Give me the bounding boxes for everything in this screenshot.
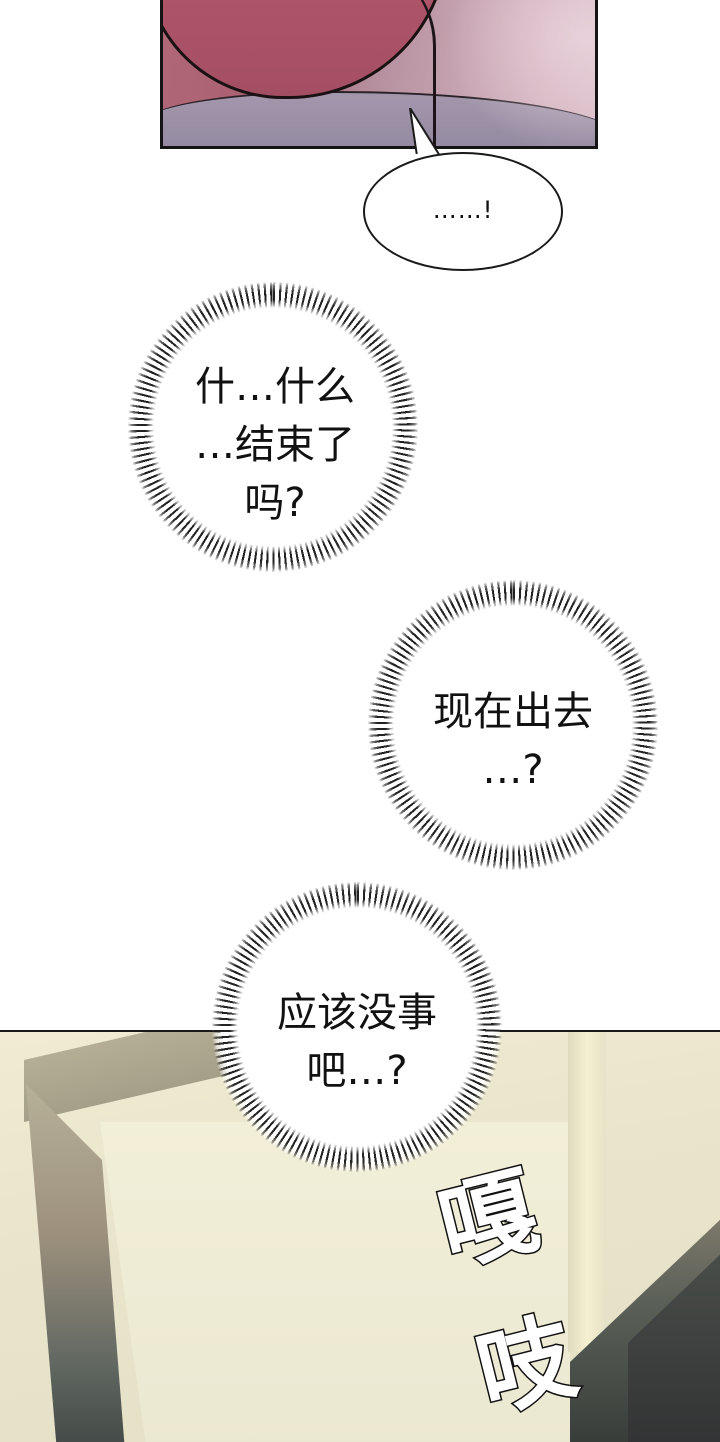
thought-line: 吗? [244,480,306,526]
thought-line: 吧…? [306,1048,408,1094]
neckline-art [313,0,436,146]
thought-burst-3-text: 应该没事 吧…? [212,984,502,1100]
wall-pillar-art [568,1032,606,1352]
bottom-comic-panel [0,1030,720,1442]
thought-line: 现在出去 [433,689,593,735]
marble-wall-art [100,1122,570,1442]
thought-line: 什…什么 [195,364,355,410]
thought-line: 应该没事 [277,990,437,1036]
thought-line: …? [482,747,544,793]
speech-bubble-text: ……! [432,196,494,224]
thought-burst-1-text: 什…什么 …结束了 吗? [130,358,420,532]
thought-burst-1 [128,282,418,572]
thought-burst-2-text: 现在出去 …? [368,683,658,799]
thought-line: …结束了 [195,422,355,468]
speech-bubble: ……! [363,152,563,271]
top-comic-panel [160,0,598,149]
thought-burst-2 [368,580,658,870]
thought-burst-3 [212,882,502,1172]
highlight-art [443,0,595,146]
